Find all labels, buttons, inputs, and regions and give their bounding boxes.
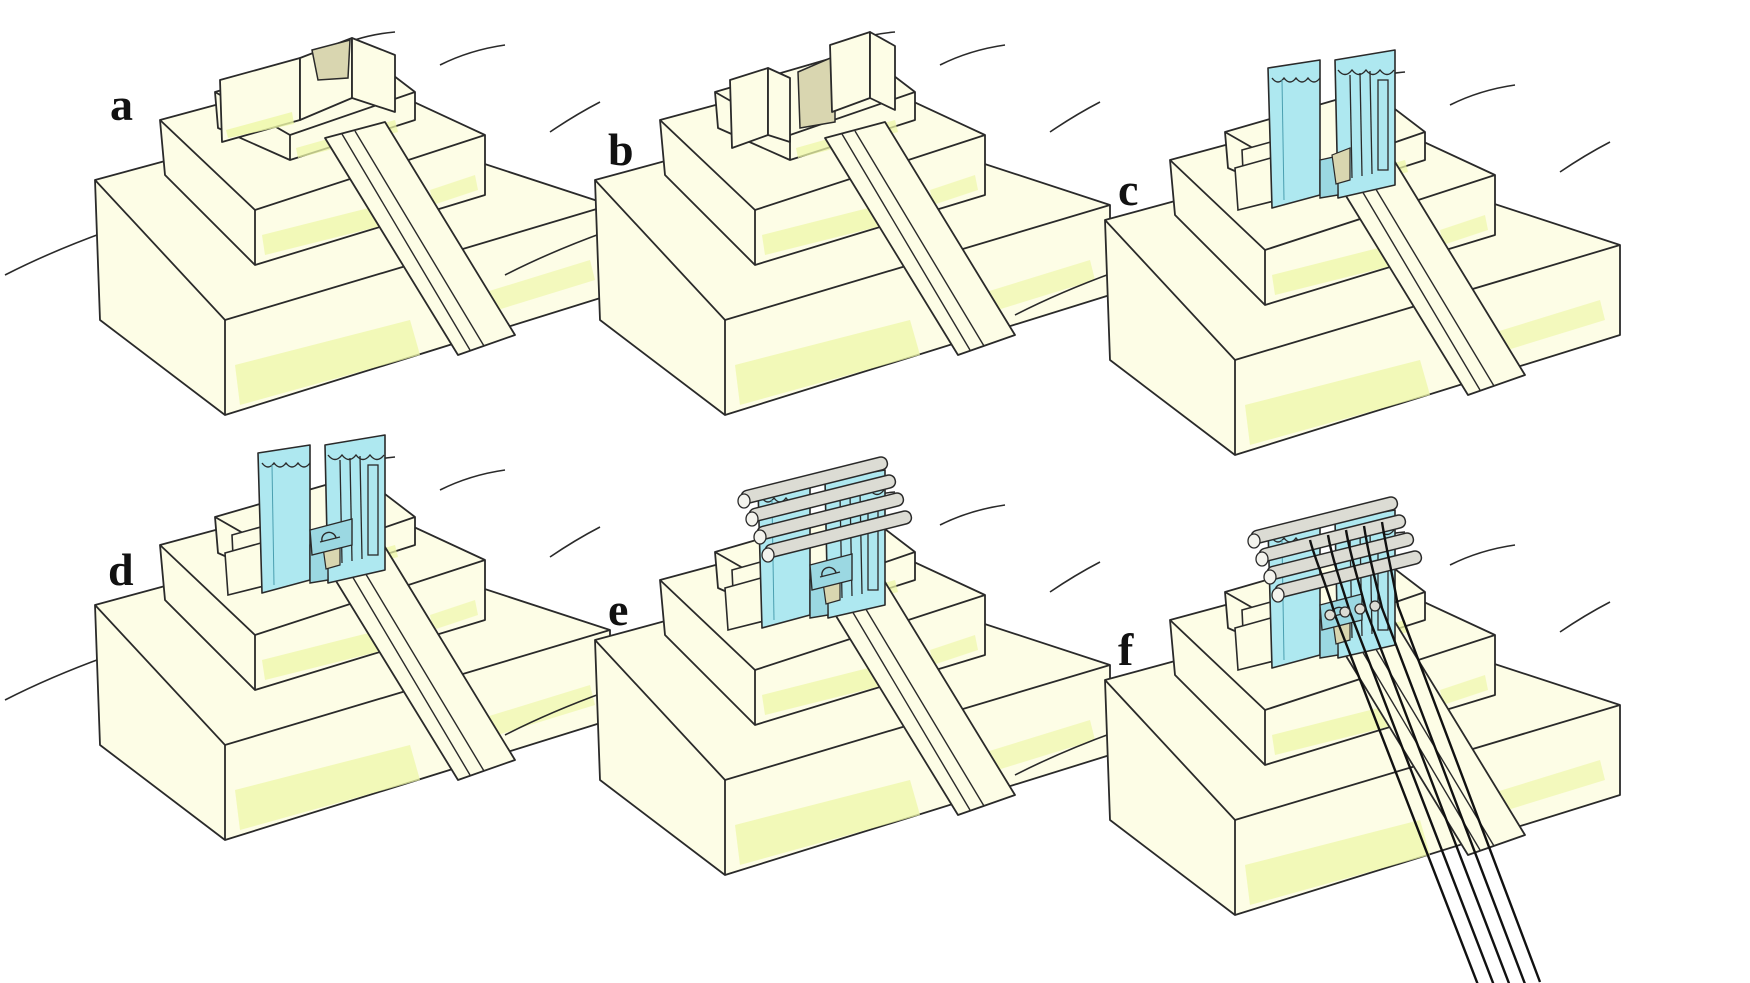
panel-label-c: c — [1118, 164, 1138, 215]
panel-d — [4, 434, 611, 841]
panel-label-f: f — [1118, 624, 1134, 675]
panel-label-a: a — [110, 79, 133, 130]
panel-a — [4, 31, 611, 416]
panel-e — [504, 454, 1111, 876]
panel-label-e: e — [608, 584, 628, 635]
panel-label-d: d — [108, 544, 134, 595]
panel-b — [504, 31, 1111, 416]
panel-c — [1014, 49, 1621, 456]
panel-label-b: b — [608, 124, 634, 175]
